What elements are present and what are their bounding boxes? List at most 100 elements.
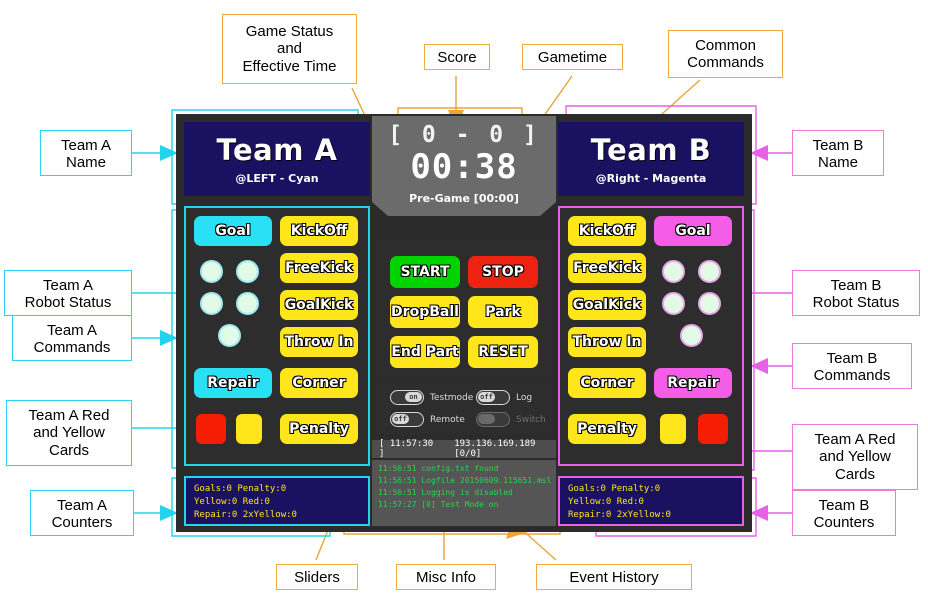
annotation-team-b-robot-status: Team B Robot Status [792,270,920,316]
score-display: [ 0 - 0 ] [388,122,540,148]
team-b-robot-3[interactable] [662,292,685,315]
team-a-kickoff-button[interactable]: KickOff [280,216,358,246]
log-knob: off [478,392,495,402]
team-b-robot-1[interactable] [662,260,685,283]
team-b-counters: Goals:0 Penalty:0 Yellow:0 Red:0 Repair:… [558,476,744,526]
misc-ip-address: 193.136.169.189 [0/0] [454,439,536,459]
stop-button[interactable]: STOP [468,256,538,288]
team-a-robot-3[interactable] [200,292,223,315]
team-a-robot-5[interactable] [218,324,241,347]
team-b-goalkick-button[interactable]: GoalKick [568,290,646,320]
annotation-team-a-counters: Team A Counters [30,490,134,536]
common-commands-panel: START STOP DropBall Park End Part RESET [376,240,552,374]
park-button[interactable]: Park [468,296,538,328]
sliders-panel: on Testmode off Log off Remote Switch [376,382,552,434]
team-b-red-card[interactable] [698,414,728,444]
annotation-game-status: Game Status and Effective Time [222,14,357,84]
team-a-red-card[interactable] [196,414,226,444]
team-a-repair-button[interactable]: Repair [194,368,272,398]
switch-toggle [476,412,510,427]
annotation-team-b-name: Team B Name [792,130,884,176]
reset-button[interactable]: RESET [468,336,538,368]
team-b-yellow-card[interactable] [660,414,686,444]
annotation-common-commands: Common Commands [668,30,783,78]
history-line-3: 11:56:51 Logging is disabled [378,488,513,497]
team-a-robot-4[interactable] [236,292,259,315]
annotation-team-b-counters: Team B Counters [792,490,896,536]
team-b-counter-line-1: Goals:0 Penalty:0 [568,484,661,494]
team-a-goalkick-button[interactable]: GoalKick [280,290,358,320]
team-a-robot-1[interactable] [200,260,223,283]
team-a-freekick-button[interactable]: FreeKick [280,253,358,283]
annotation-team-a-name: Team A Name [40,130,132,176]
event-history-log[interactable]: 11:56:51 config.txt found 11:56:51 Logfi… [372,460,556,526]
team-b-throwin-button[interactable]: Throw In [568,327,646,357]
testmode-slider-row: on Testmode [390,390,473,405]
annotation-sliders: Sliders [276,564,358,590]
game-status-display: Pre-Game [00:00] [409,192,519,205]
team-a-yellow-card[interactable] [236,414,262,444]
start-button[interactable]: START [390,256,460,288]
team-a-name: Team A [216,133,338,167]
remote-slider-row: off Remote [390,412,465,427]
switch-slider-row: Switch [476,412,546,427]
log-label: Log [516,392,533,403]
switch-label: Switch [516,414,546,425]
team-b-repair-button[interactable]: Repair [654,368,732,398]
team-a-counter-line-3: Repair:0 2xYellow:0 [194,510,297,521]
team-b-corner-button[interactable]: Corner [568,368,646,398]
endpart-button[interactable]: End Part [390,336,460,368]
history-line-2: 11:56:51 Logfile 20150609.115651.msl [378,476,552,485]
misc-clock: [ 11:57:30 ] [379,439,434,459]
team-b-control-panel: KickOff Goal FreeKick GoalKick Throw In … [558,206,744,466]
team-b-name: Team B [590,133,712,167]
annotation-team-b-cards: Team A Red and Yellow Cards [792,424,918,490]
team-b-robot-4[interactable] [698,292,721,315]
history-line-4: 11:57:27 [0] Test Mode on [378,500,499,509]
scoreboard-panel: [ 0 - 0 ] 00:38 Pre-Game [00:00] [372,116,556,216]
team-b-counter-line-2: Yellow:0 Red:0 [568,497,644,508]
team-b-kickoff-button[interactable]: KickOff [568,216,646,246]
switch-knob [478,414,495,424]
history-line-1: 11:56:51 config.txt found [378,464,499,473]
misc-info-bar: [ 11:57:30 ] 193.136.169.189 [0/0] [372,439,556,459]
remote-toggle[interactable]: off [390,412,424,427]
team-a-penalty-button[interactable]: Penalty [280,414,358,444]
annotation-team-a-robot-status: Team A Robot Status [4,270,132,316]
team-b-robot-2[interactable] [698,260,721,283]
testmode-knob: on [405,392,422,402]
team-a-corner-button[interactable]: Corner [280,368,358,398]
team-a-goal-button[interactable]: Goal [194,216,272,246]
testmode-toggle[interactable]: on [390,390,424,405]
team-b-name-panel: Team B @Right - Magenta [558,122,744,196]
remote-knob: off [392,414,409,424]
team-b-subtitle: @Right - Magenta [595,172,707,185]
testmode-label: Testmode [430,392,474,403]
annotation-event-history: Event History [536,564,692,590]
team-b-robot-5[interactable] [680,324,703,347]
annotation-misc-info: Misc Info [396,564,496,590]
annotation-team-b-commands: Team B Commands [792,343,912,389]
referee-box-window: Team A @LEFT - Cyan [ 0 - 0 ] 00:38 Pre-… [176,114,752,532]
log-slider-row: off Log [476,390,532,405]
team-a-counter-line-2: Yellow:0 Red:0 [194,497,270,508]
dropball-button[interactable]: DropBall [390,296,460,328]
team-a-control-panel: Goal KickOff FreeKick GoalKick Throw In … [184,206,370,466]
annotation-gametime: Gametime [522,44,623,70]
log-toggle[interactable]: off [476,390,510,405]
team-a-robot-2[interactable] [236,260,259,283]
team-b-counter-line-3: Repair:0 2xYellow:0 [568,510,671,521]
annotation-team-a-commands: Team A Commands [12,315,132,361]
gametime-display: 00:38 [410,147,518,187]
annotation-score: Score [424,44,490,70]
team-a-throwin-button[interactable]: Throw In [280,327,358,357]
team-b-goal-button[interactable]: Goal [654,216,732,246]
team-a-subtitle: @LEFT - Cyan [235,172,319,185]
remote-label: Remote [430,414,465,425]
team-b-freekick-button[interactable]: FreeKick [568,253,646,283]
team-a-counter-line-1: Goals:0 Penalty:0 [194,484,287,494]
annotation-team-a-cards: Team A Red and Yellow Cards [6,400,132,466]
team-a-counters: Goals:0 Penalty:0 Yellow:0 Red:0 Repair:… [184,476,370,526]
team-a-name-panel: Team A @LEFT - Cyan [184,122,370,196]
team-b-penalty-button[interactable]: Penalty [568,414,646,444]
